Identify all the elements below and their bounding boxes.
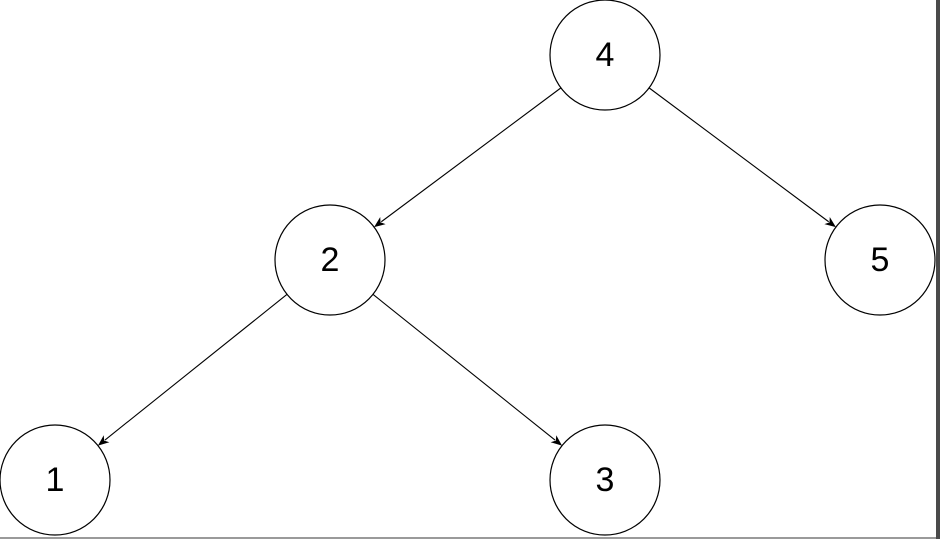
node-circle xyxy=(549,0,661,111)
arrowhead-n2-to-n1 xyxy=(97,435,110,446)
node-label: 5 xyxy=(871,241,890,279)
node-label: 4 xyxy=(596,36,615,74)
node-circle xyxy=(0,424,111,536)
node-circle xyxy=(274,204,386,316)
node-circle xyxy=(824,204,936,316)
edge-n2-to-n1 xyxy=(104,293,288,441)
tree-node-3: 3 xyxy=(549,424,661,536)
edge-n2-to-n3 xyxy=(372,293,556,441)
arrowhead-n2-to-n3 xyxy=(550,435,563,446)
node-label: 1 xyxy=(46,461,65,499)
edge-n4-to-n2 xyxy=(380,87,562,223)
node-label: 2 xyxy=(321,241,340,279)
tree-node-5: 5 xyxy=(824,204,936,316)
edge-n4-to-n5 xyxy=(648,87,830,223)
tree-node-1: 1 xyxy=(0,424,111,536)
right-border xyxy=(936,0,940,539)
tree-node-4: 4 xyxy=(549,0,661,111)
arrowhead-n4-to-n5 xyxy=(824,216,836,228)
tree-node-2: 2 xyxy=(274,204,386,316)
bottom-border xyxy=(0,537,936,539)
edges-layer xyxy=(97,87,836,446)
node-label: 3 xyxy=(596,461,615,499)
arrowhead-n4-to-n2 xyxy=(374,216,386,228)
node-circle xyxy=(549,424,661,536)
